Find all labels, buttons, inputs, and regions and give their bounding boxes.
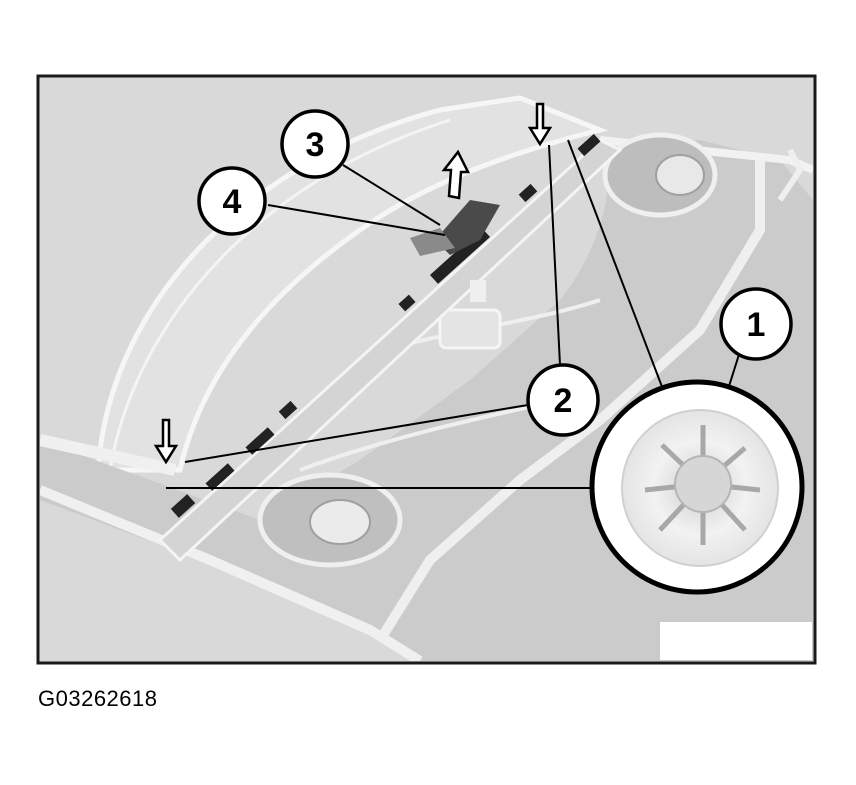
blank-box [660, 622, 812, 660]
svg-text:2: 2 [554, 382, 573, 420]
leader-lines [166, 139, 743, 489]
callout-2: 2 [526, 363, 600, 437]
clip-assembly [410, 200, 500, 302]
callout-4: 4 [197, 166, 267, 236]
down-arrow-icon [153, 418, 179, 465]
removal-arrow-icon [441, 149, 471, 200]
detail-magnifier [589, 379, 805, 595]
svg-text:4: 4 [223, 183, 242, 221]
svg-text:1: 1 [747, 306, 766, 344]
down-arrow-icon [527, 102, 553, 147]
callout-1: 1 [719, 287, 793, 361]
figure-code: G03262618 [38, 686, 158, 711]
svg-text:3: 3 [306, 126, 325, 164]
callout-3: 3 [280, 109, 350, 179]
